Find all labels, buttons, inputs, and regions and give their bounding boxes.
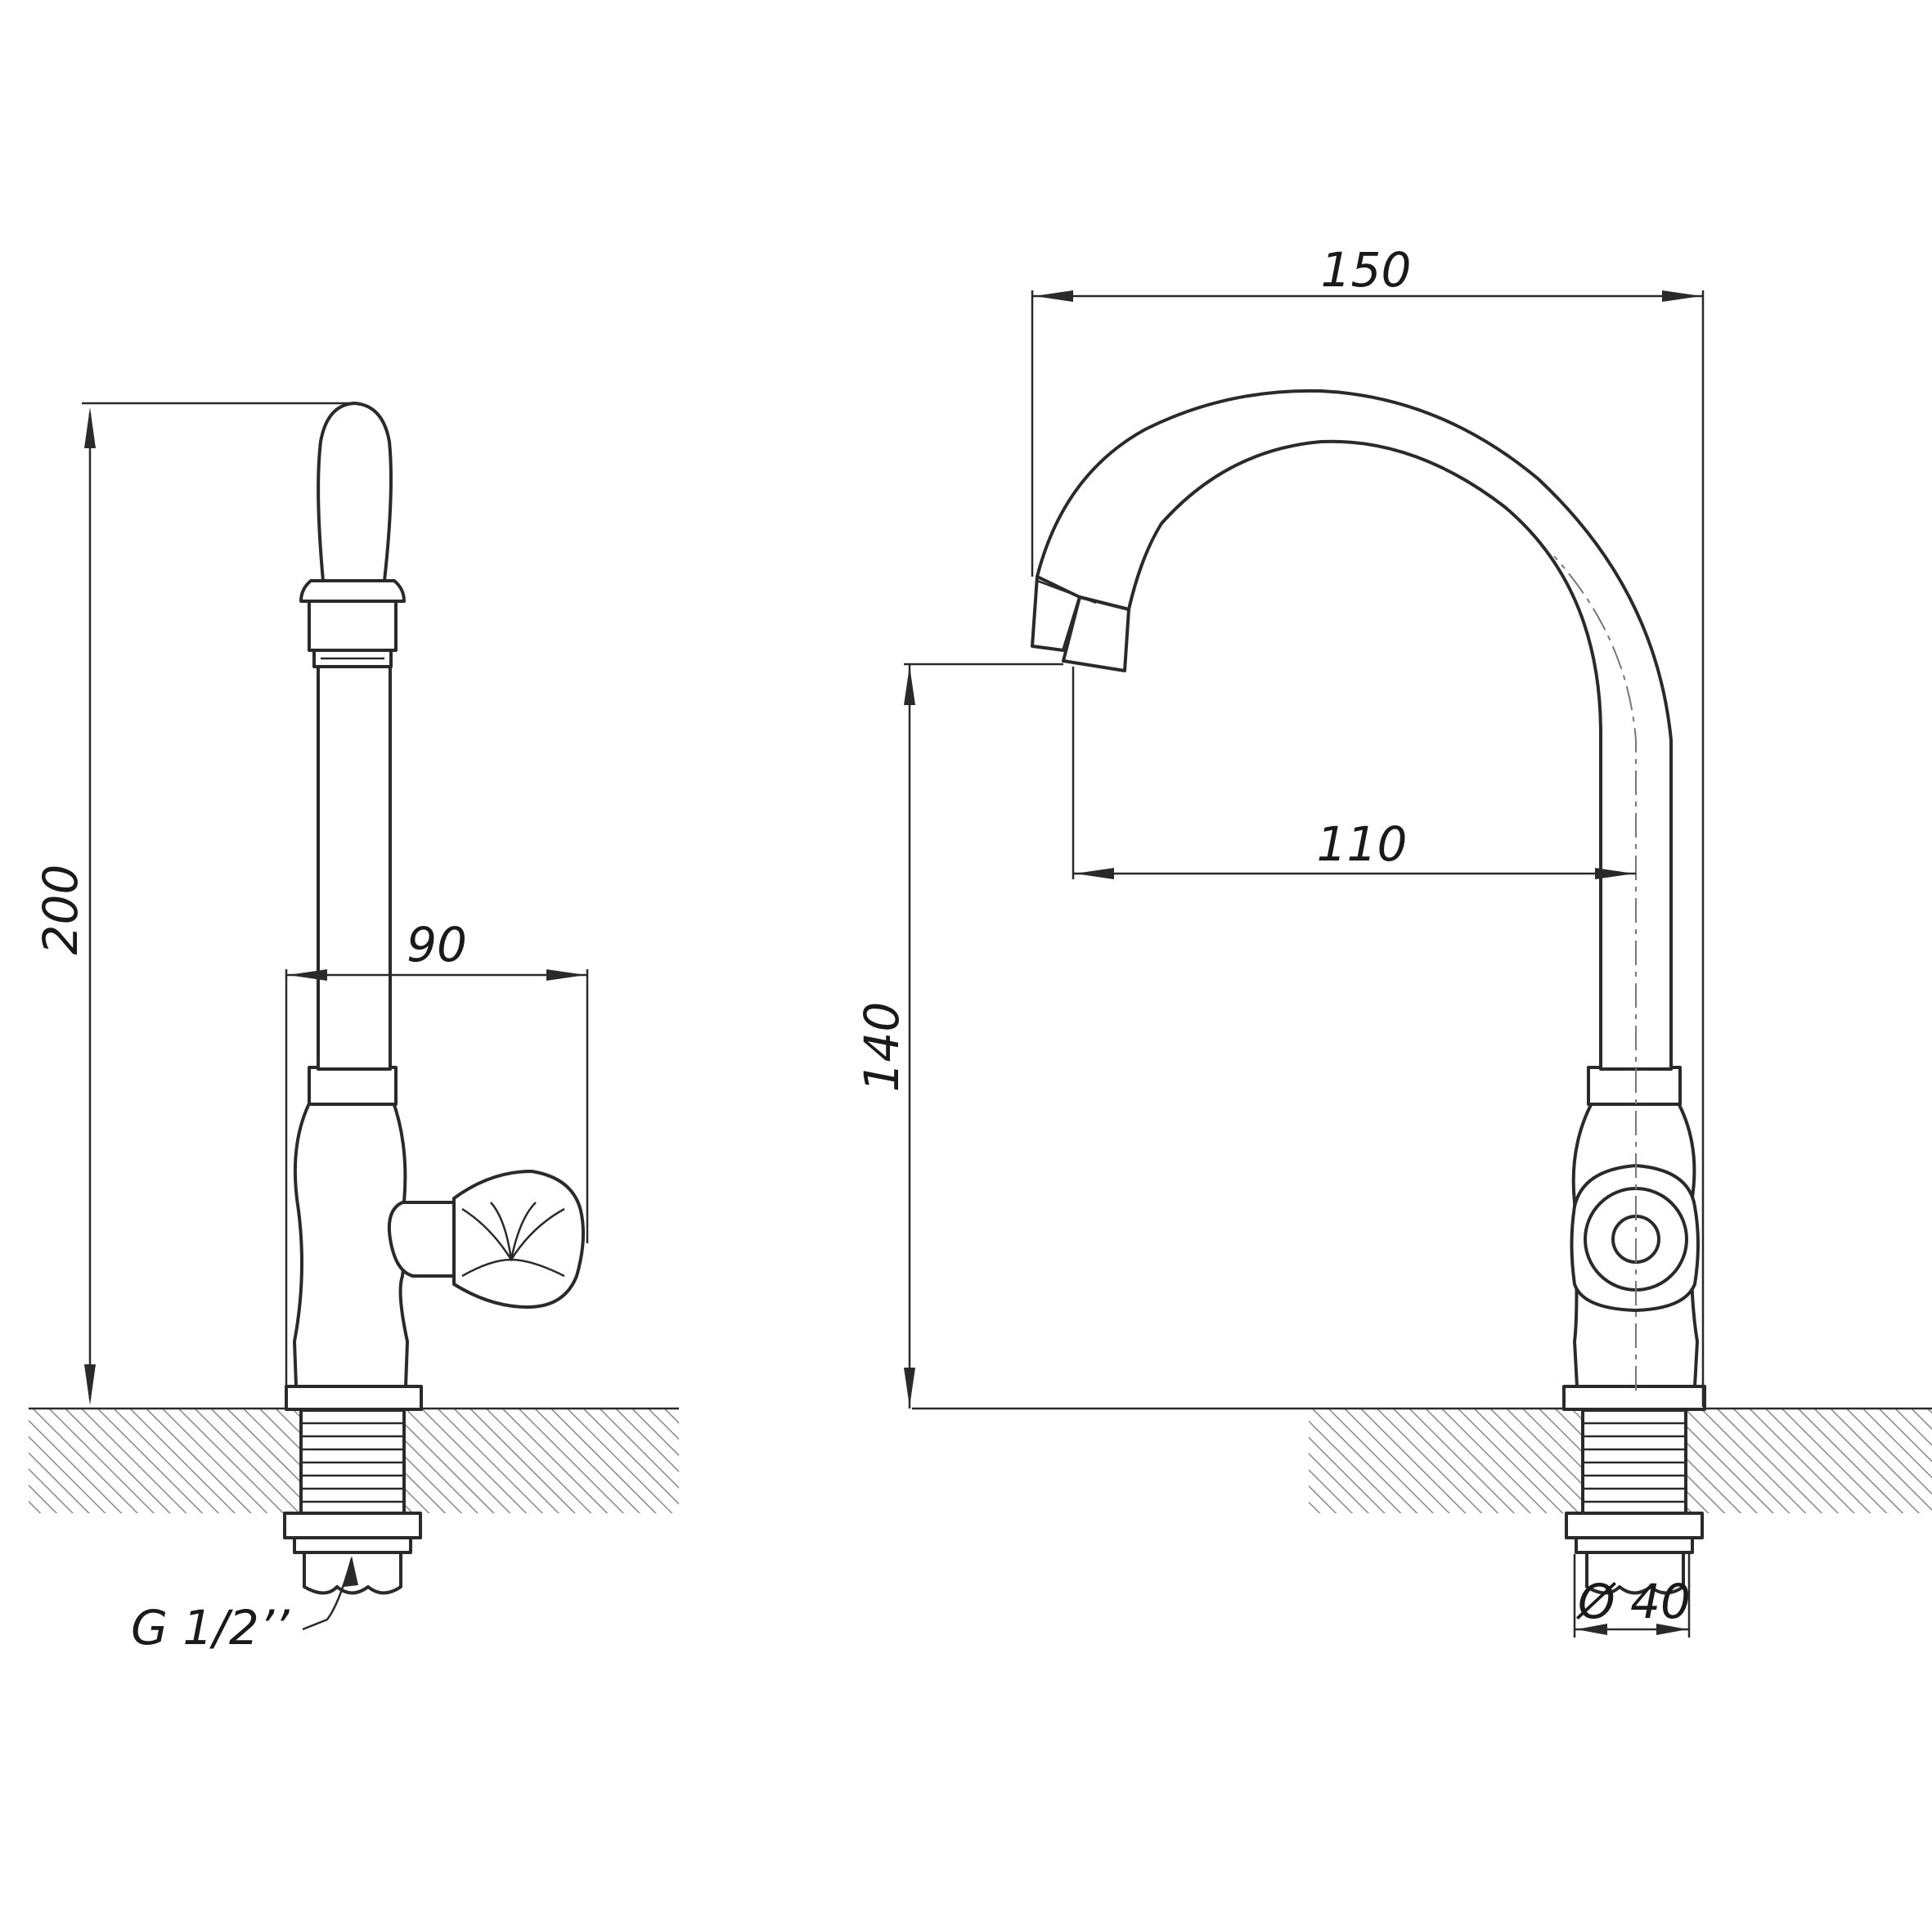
- shank-threads: [303, 1422, 402, 1503]
- lock-nut: [283, 1512, 422, 1539]
- dim-projection-90: [285, 969, 589, 1407]
- vertical-tube: [317, 665, 392, 1071]
- dim-reach-110: [1072, 667, 1636, 879]
- front-shank-threads: [1584, 1422, 1684, 1503]
- spout-aerator: [1062, 595, 1130, 672]
- dim-width-150: [1031, 290, 1705, 1407]
- handle-stem: [387, 1201, 460, 1278]
- cap-flare: [299, 579, 406, 603]
- gooseneck-spout: [1036, 389, 1673, 1071]
- spout-centerline: [1553, 555, 1637, 1391]
- valve-body: [293, 1099, 409, 1388]
- nut-washer: [293, 1536, 412, 1554]
- label-reach-110: 110: [1317, 816, 1408, 872]
- spout-cap: [317, 402, 393, 582]
- front-view: 150 110 140 Ø 40: [854, 242, 1932, 1638]
- front-hex-nut: [1585, 1551, 1685, 1595]
- dim-base-diameter: [1573, 1554, 1691, 1638]
- front-base-flange: [1562, 1385, 1706, 1411]
- aerator: [308, 600, 398, 652]
- base-flange: [285, 1385, 423, 1411]
- label-thread: G 1/2’’: [131, 1600, 290, 1656]
- front-lock-nut: [1565, 1512, 1704, 1539]
- front-body-collar: [1587, 1066, 1682, 1106]
- handle-grip-lines: [461, 1202, 565, 1278]
- label-height-200: 200: [33, 865, 88, 955]
- dim-spout-height-140: [904, 663, 1063, 1409]
- label-spout-height-140: 140: [854, 1002, 910, 1093]
- label-width-150: 150: [1321, 242, 1412, 298]
- front-nut-washer: [1575, 1536, 1694, 1554]
- handle-knob: [452, 1170, 586, 1309]
- label-projection-90: 90: [407, 917, 467, 973]
- body-collar: [308, 1066, 398, 1106]
- side-view: 200 90 G 1/2’’: [29, 402, 679, 1656]
- dim-height-200: [82, 402, 354, 1405]
- label-base-diameter: Ø 40: [1576, 1574, 1691, 1629]
